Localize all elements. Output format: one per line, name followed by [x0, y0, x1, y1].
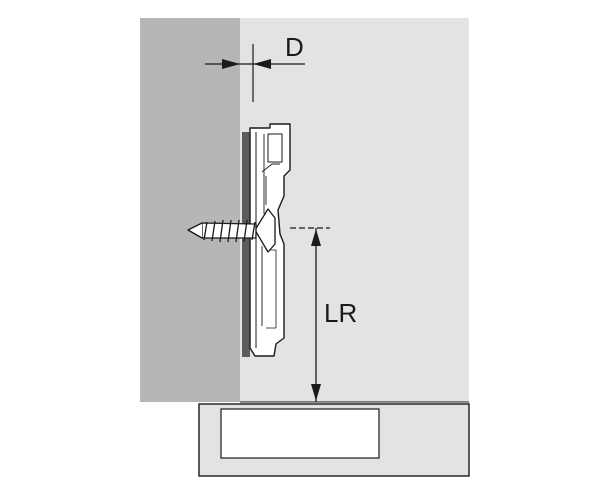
distance-label: D — [285, 32, 304, 62]
distance-dimension: D — [205, 32, 305, 102]
bottom-shelf — [198, 403, 470, 477]
screw — [187, 208, 276, 253]
cabinet-side-panel — [140, 18, 240, 402]
height-dimension: LR — [290, 227, 357, 402]
height-label: LR — [324, 298, 357, 328]
